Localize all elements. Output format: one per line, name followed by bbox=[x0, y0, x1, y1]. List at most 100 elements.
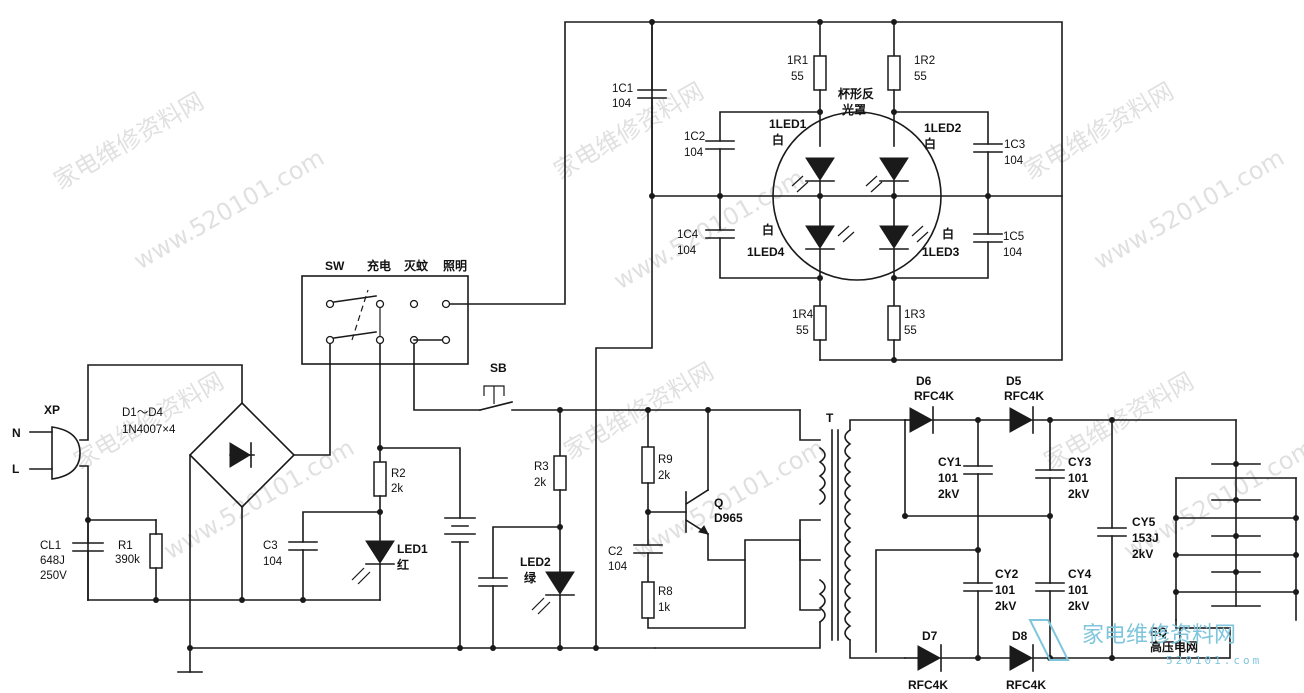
watermark-cn: 家电维修资料网 bbox=[1039, 367, 1198, 475]
lamp-cup-label2: 光罩 bbox=[841, 102, 866, 117]
c2-value: 104 bbox=[608, 561, 628, 573]
cy2-value: 101 bbox=[995, 583, 1015, 597]
watermark-cn: 家电维修资料网 bbox=[1019, 77, 1178, 185]
led-1: LED1 红 bbox=[351, 540, 428, 585]
cy1-value: 101 bbox=[938, 471, 958, 485]
lamp-cup-label: 杯形反 bbox=[838, 86, 874, 101]
cy5-value: 153J bbox=[1132, 531, 1159, 545]
1c1-value: 104 bbox=[612, 98, 632, 110]
switch-sb: SB bbox=[413, 343, 513, 411]
transistor-q: Q D965 bbox=[684, 488, 743, 536]
1led3-color: 白 bbox=[942, 226, 954, 241]
capacitor-cy3: CY3 101 2kV bbox=[1035, 455, 1092, 501]
reflector-cup: 杯形反 光罩 bbox=[772, 86, 942, 281]
1led2-color: 白 bbox=[924, 136, 936, 151]
1c2-value: 104 bbox=[684, 147, 704, 159]
1r4-value: 55 bbox=[796, 325, 809, 337]
cy4-label: CY4 bbox=[1068, 567, 1092, 581]
resistor-r1: R1 390k bbox=[115, 533, 163, 569]
led-2: LED2 绿 bbox=[520, 555, 575, 615]
d5-label: D5 bbox=[1006, 374, 1022, 388]
r3-value: 2k bbox=[534, 477, 546, 489]
capacitor-cy5: CY5 153J 2kV bbox=[1097, 515, 1159, 561]
1c2-label: 1C2 bbox=[684, 131, 705, 143]
1led3-label: 1LED3 bbox=[922, 245, 960, 259]
diode-d7: D7 RFC4K bbox=[908, 629, 948, 692]
high-voltage-grid: EQ 高压电网 bbox=[1150, 419, 1299, 659]
capacitor-cy2: CY2 101 2kV bbox=[963, 567, 1019, 613]
plug-xp: XP N L bbox=[12, 403, 81, 480]
1r2-label: 1R2 bbox=[914, 55, 935, 67]
watermark-cn: 家电维修资料网 bbox=[559, 357, 718, 465]
r9-value: 2k bbox=[658, 470, 670, 482]
c3-label: C3 bbox=[263, 540, 278, 552]
q-label: Q bbox=[714, 496, 723, 510]
capacitor-cy1: CY1 101 2kV bbox=[938, 455, 993, 501]
cy1-label: CY1 bbox=[938, 455, 962, 469]
1c5-label: 1C5 bbox=[1003, 231, 1024, 243]
cy5-voltage: 2kV bbox=[1132, 547, 1153, 561]
diode-d5: D5 RFC4K bbox=[1004, 374, 1044, 434]
1r3-label: 1R3 bbox=[904, 309, 925, 321]
cy4-value: 101 bbox=[1068, 583, 1088, 597]
1led4-color: 白 bbox=[762, 222, 774, 237]
r2-label: R2 bbox=[391, 468, 406, 480]
plug-l-label: L bbox=[12, 462, 19, 476]
r2-value: 2k bbox=[391, 483, 403, 495]
1c3-value: 104 bbox=[1004, 155, 1024, 167]
resistor-1r2: 1R2 55 bbox=[887, 55, 935, 91]
watermark-layer: 家电维修资料网 www.520101.com 家电维修资料网 www.52010… bbox=[49, 77, 1304, 565]
transformer-label: T bbox=[826, 411, 834, 425]
d6-label: D6 bbox=[916, 374, 932, 388]
1led1-color: 白 bbox=[772, 132, 784, 147]
plug-label: XP bbox=[44, 403, 60, 417]
sw-light-label: 照明 bbox=[443, 258, 467, 273]
resistor-1r1: 1R1 55 bbox=[787, 55, 827, 91]
cy2-voltage: 2kV bbox=[995, 599, 1016, 613]
transformer-t: T bbox=[818, 411, 852, 642]
sw-kill-label: 灭蚊 bbox=[403, 258, 429, 273]
cl1-value: 648J bbox=[40, 555, 65, 567]
resistor-r8: R8 1k bbox=[641, 581, 673, 619]
brand-url: 520101.com bbox=[1166, 654, 1262, 667]
d8-label: D8 bbox=[1012, 629, 1028, 643]
battery bbox=[444, 517, 476, 543]
cl1-voltage: 250V bbox=[40, 570, 67, 582]
capacitor-c3: C3 104 bbox=[263, 540, 318, 568]
resistor-1r4: 1R4 55 bbox=[792, 305, 827, 341]
sw-label: SW bbox=[325, 259, 345, 273]
capacitor-1c3: 1C3 104 bbox=[973, 139, 1025, 167]
capacitor-cy4: CY4 101 2kV bbox=[1035, 567, 1092, 613]
brand-watermark: 家电维修资料网 520101.com bbox=[1028, 619, 1262, 667]
1led2-label: 1LED2 bbox=[924, 121, 962, 135]
1led4-label: 1LED4 bbox=[747, 245, 785, 259]
switch-sw: SW 充电 灭蚊 照明 bbox=[301, 258, 469, 365]
watermark-url: www.520101.com bbox=[129, 144, 329, 276]
sb-label: SB bbox=[490, 361, 507, 375]
1led1-label: 1LED1 bbox=[769, 117, 807, 131]
cy3-label: CY3 bbox=[1068, 455, 1092, 469]
cy5-label: CY5 bbox=[1132, 515, 1156, 529]
resistor-r3: R3 2k bbox=[534, 455, 567, 491]
cy4-voltage: 2kV bbox=[1068, 599, 1089, 613]
1r1-value: 55 bbox=[791, 71, 804, 83]
watermark-cn: 家电维修资料网 bbox=[69, 367, 228, 475]
led-1led4: 白 1LED4 bbox=[747, 222, 855, 259]
led-1led1: 1LED1 白 bbox=[769, 117, 835, 193]
1r2-value: 55 bbox=[914, 71, 927, 83]
r9-label: R9 bbox=[658, 454, 673, 466]
1c3-label: 1C3 bbox=[1004, 139, 1025, 151]
1c1-label: 1C1 bbox=[612, 83, 633, 95]
resistor-r9: R9 2k bbox=[641, 446, 673, 484]
cy1-voltage: 2kV bbox=[938, 487, 959, 501]
led-1led2: 1LED2 白 bbox=[865, 121, 962, 193]
led1-color: 红 bbox=[397, 557, 409, 572]
bridge-value: 1N4007×4 bbox=[122, 424, 176, 436]
d8-value: RFC4K bbox=[1006, 678, 1046, 692]
cy3-voltage: 2kV bbox=[1068, 487, 1089, 501]
d6-value: RFC4K bbox=[914, 389, 954, 403]
plug-n-label: N bbox=[12, 426, 21, 440]
eq-name: 高压电网 bbox=[1150, 639, 1198, 654]
1r4-label: 1R4 bbox=[792, 309, 814, 321]
